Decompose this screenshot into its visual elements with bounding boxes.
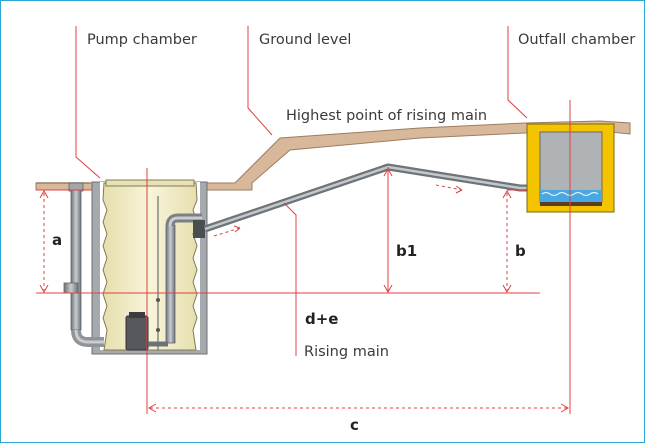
dimension-b-arrow — [502, 189, 512, 294]
float-switch-low — [156, 328, 160, 332]
tank-lid — [105, 179, 195, 187]
ground-level-leader — [247, 26, 273, 136]
pump-motor-top — [129, 312, 145, 318]
outfall-chamber-label: Outfall chamber — [518, 32, 635, 48]
internal-riser-pipe — [165, 224, 176, 344]
dimension-b1-label: b1 — [396, 242, 417, 260]
outfall-chamber-leader — [507, 26, 528, 119]
flow-arrow-2 — [435, 184, 463, 194]
float-switch — [156, 298, 160, 302]
highest-point-label: Highest point of rising main — [286, 108, 487, 124]
dimension-c-label: c — [350, 416, 359, 434]
pump-chamber-label: Pump chamber — [87, 32, 197, 48]
dimension-c-arrow — [147, 403, 570, 413]
pump-tank — [102, 182, 198, 351]
inlet-pipe-highlight — [74, 329, 104, 344]
pump-chamber-leader — [75, 26, 101, 179]
dimension-a-arrow — [39, 189, 49, 294]
dimension-b1-arrow — [383, 167, 393, 294]
submersible-pump — [125, 315, 149, 351]
rising-main-label: Rising main — [304, 344, 389, 360]
flow-arrow-1 — [213, 225, 241, 237]
dimension-a-label: a — [52, 231, 62, 249]
vent-pipe-branch — [63, 282, 79, 294]
dimension-de-label: d+e — [305, 310, 338, 328]
outfall-chamber-base — [540, 202, 602, 206]
vent-pipe — [70, 189, 82, 331]
dimension-b-label: b — [515, 242, 526, 260]
rising-main-leader — [283, 202, 297, 356]
ground-level-label: Ground level — [259, 32, 351, 48]
internal-pipe-bend-highlight — [168, 216, 202, 227]
outlet-flange — [193, 220, 205, 238]
